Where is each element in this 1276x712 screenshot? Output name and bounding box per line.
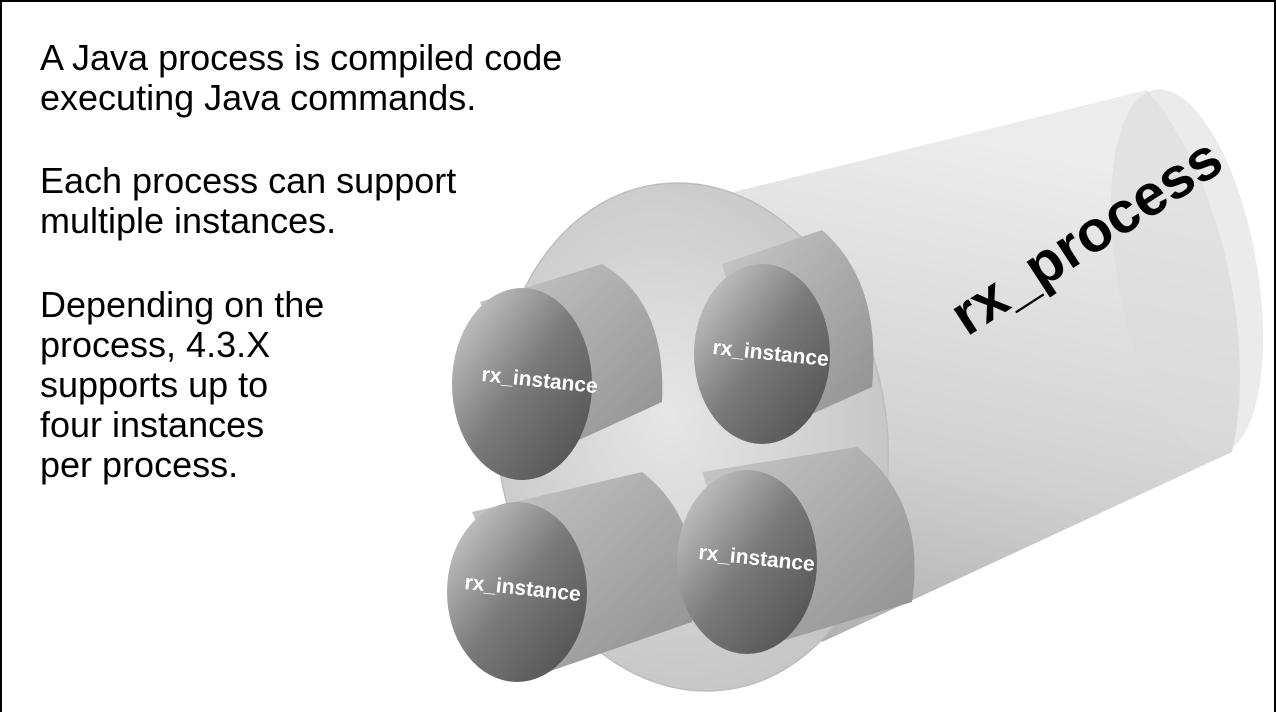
intro-text: A Java process is compiled code executin… — [40, 37, 563, 118]
instances-text: Each process can support multiple instan… — [40, 160, 457, 241]
instance-cylinder-2: rx_instance — [694, 230, 874, 444]
instance-cylinder-4: rx_instance — [677, 447, 915, 654]
instance-cylinder-3: rx_instance — [447, 472, 695, 682]
limit-text: Depending on the process, 4.3.X supports… — [40, 284, 325, 485]
instance-cylinder-1: rx_instance — [452, 264, 663, 480]
process-tube-end — [1110, 89, 1264, 455]
